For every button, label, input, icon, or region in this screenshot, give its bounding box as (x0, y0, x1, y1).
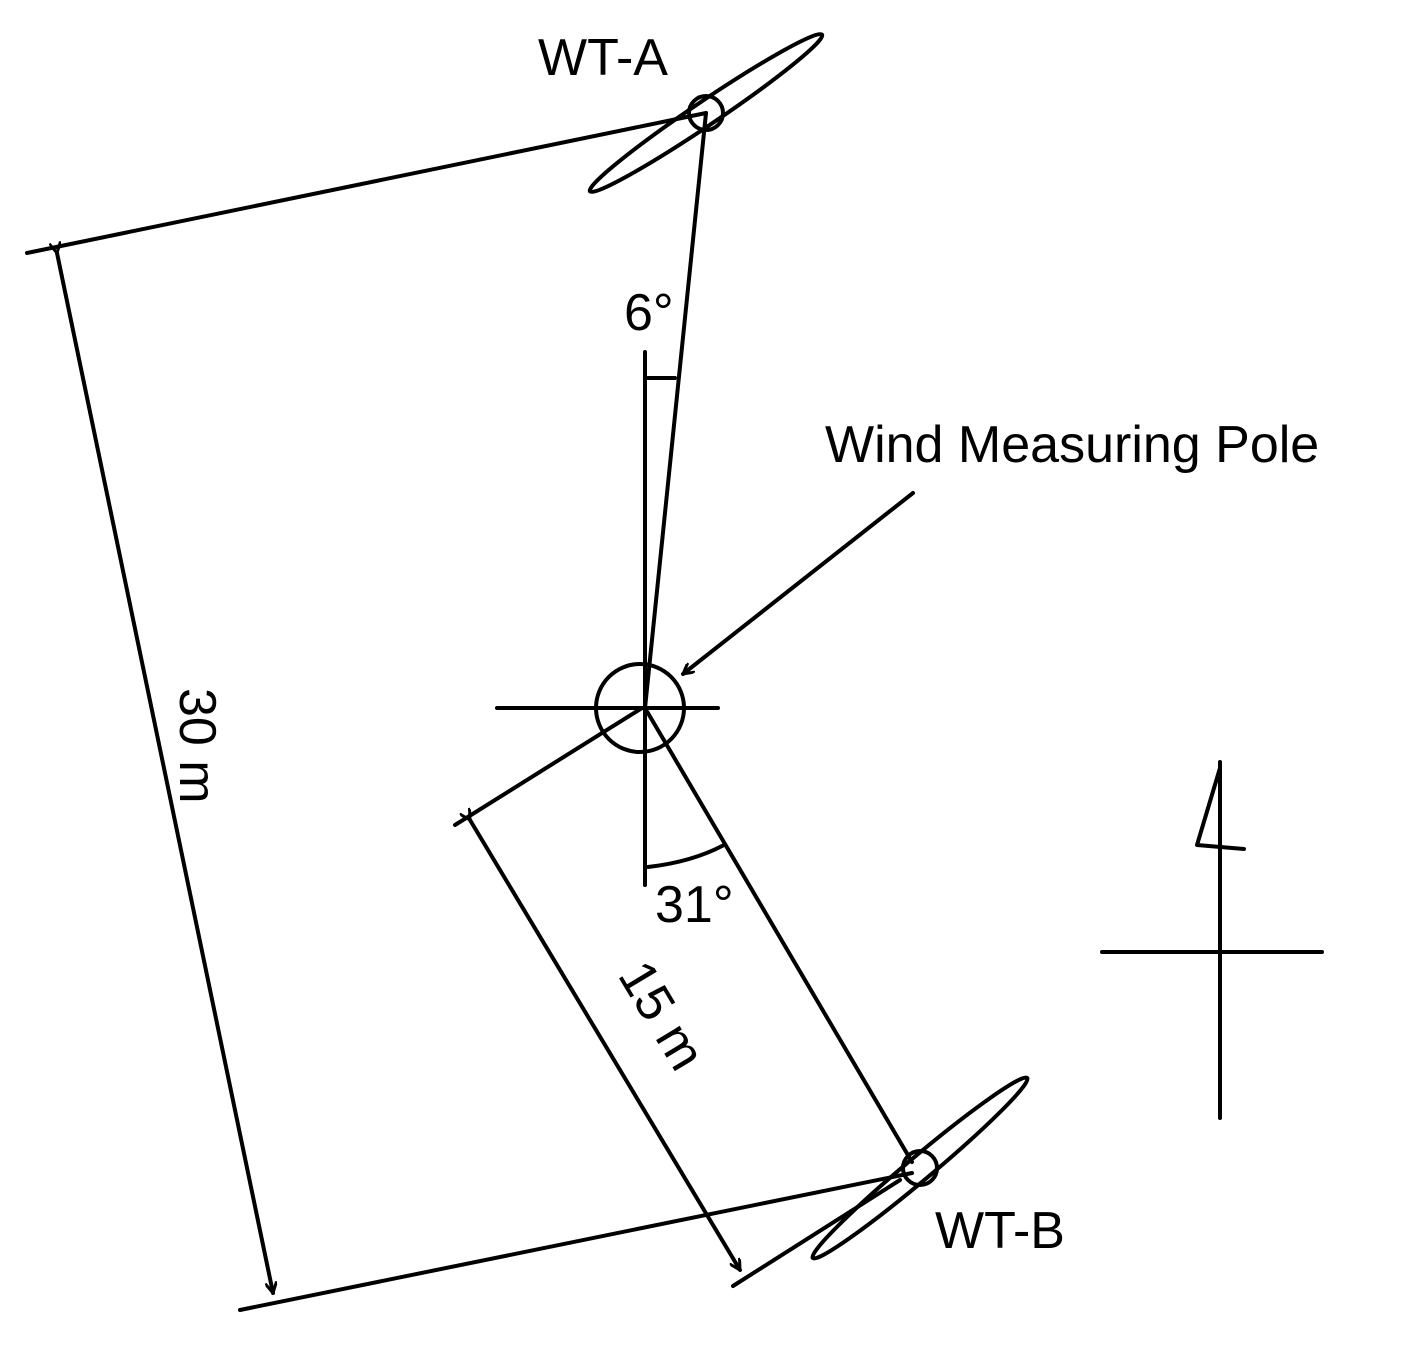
north-arrow-flag (1195, 766, 1246, 851)
angle-b-arc (646, 843, 726, 869)
line-pole-to-turbine-a (643, 111, 708, 710)
dimension-30m (25, 111, 914, 1312)
dimension-15m-line (470, 820, 742, 1270)
dimension-30m-extension-bottom (238, 1171, 914, 1312)
dimension-30m-line (57, 253, 273, 1293)
turbine-b-hub (901, 1149, 939, 1187)
turbine-a-label: WT-A (538, 29, 668, 87)
turbine-a-blade (587, 32, 825, 194)
dimension-15m-extension-top (453, 706, 644, 827)
dimension-15m-extension-bottom (731, 1178, 902, 1288)
pole-pointer-arrow (683, 491, 915, 676)
dimension-15m-label: 15 m (607, 951, 716, 1080)
line-pole-to-turbine-b (643, 706, 914, 1164)
angle-a-label: 6° (624, 284, 674, 342)
dimension-30m-label: 30 m (168, 688, 226, 804)
dimension-15m (453, 706, 902, 1288)
north-arrow-icon (1100, 760, 1324, 1120)
angle-b-label: 31° (655, 876, 734, 934)
turbine-b-label: WT-B (935, 1202, 1065, 1260)
dimension-30m-extension-top (25, 111, 708, 255)
wind-measuring-pole (495, 350, 720, 887)
pole-label: Wind Measuring Pole (825, 416, 1319, 474)
